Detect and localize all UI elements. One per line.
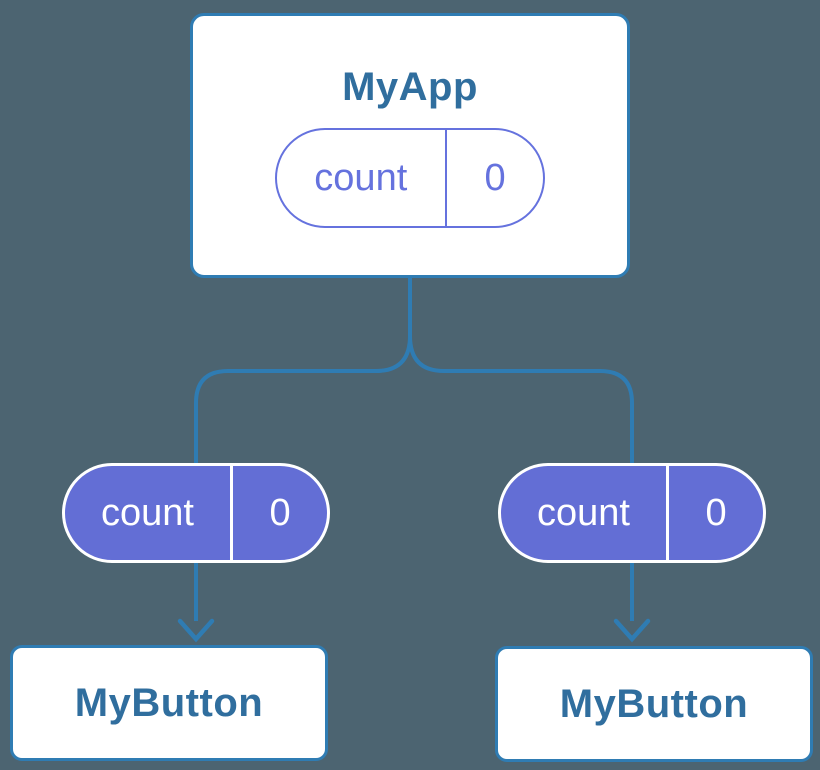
mybutton-node-left: MyButton (10, 645, 328, 761)
connector-left-branch (194, 278, 412, 621)
prop-pill-right: count 0 (498, 463, 766, 563)
mybutton-node-right: MyButton (495, 646, 813, 762)
prop-pill-left: count 0 (62, 463, 330, 563)
prop-pill-label: count (537, 491, 630, 534)
arrow-down-icon (177, 618, 215, 643)
myapp-state-pill: count 0 (275, 128, 545, 228)
prop-pill-label: count (101, 491, 194, 534)
prop-pill-value: 0 (269, 491, 291, 534)
connector-right-branch (408, 278, 634, 621)
pill-divider (444, 130, 448, 226)
myapp-title: MyApp (342, 65, 478, 109)
arrow-down-icon (613, 618, 651, 643)
pill-divider (230, 466, 234, 560)
mybutton-title: MyButton (559, 682, 749, 726)
mybutton-title: MyButton (74, 681, 264, 725)
myapp-node: MyApp count 0 (190, 13, 630, 278)
prop-pill-value: 0 (705, 491, 727, 534)
state-pill-label: count (314, 156, 408, 199)
pill-divider (666, 466, 670, 560)
state-pill-value: 0 (484, 156, 506, 199)
